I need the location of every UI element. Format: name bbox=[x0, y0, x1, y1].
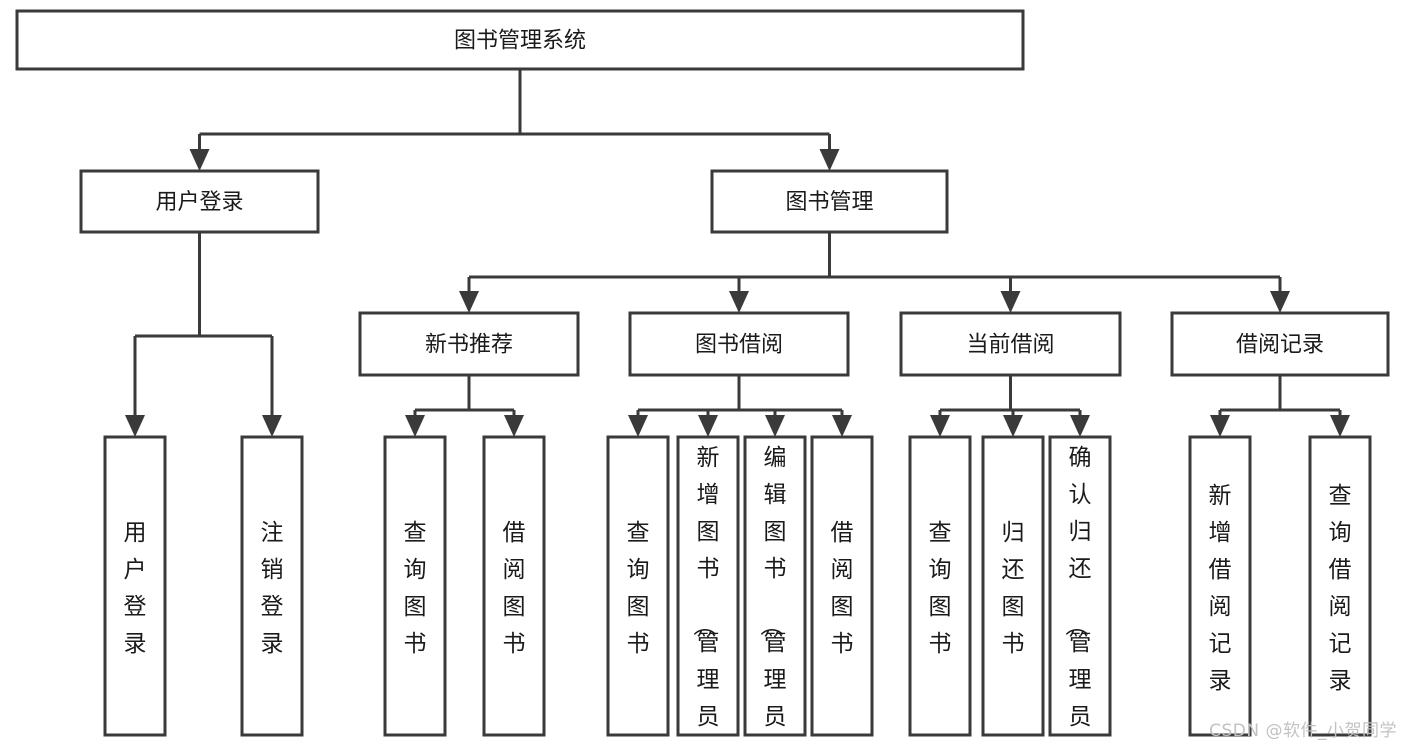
node-label: 图书管理系统 bbox=[454, 29, 586, 54]
leaf-node-查询图书-2[interactable]: 查询图书 bbox=[383, 435, 447, 737]
node-box bbox=[981, 435, 1045, 737]
arrow-head-icon bbox=[765, 415, 785, 437]
node-l3-新书推荐[interactable]: 新书推荐 bbox=[358, 311, 580, 377]
leaf-node-归还图书-9[interactable]: 归还图书 bbox=[981, 435, 1045, 737]
leaf-node-借阅图书-3[interactable]: 借阅图书 bbox=[482, 435, 546, 737]
arrow-head-icon bbox=[1003, 415, 1023, 437]
connector-new-book-to-leaves bbox=[405, 375, 524, 437]
node-layer: 图书管理系统用户登录图书管理新书推荐图书借阅当前借阅借阅记录用户登录注销登录查询… bbox=[15, 9, 1390, 747]
leaf-node-查询图书-4[interactable]: 查询图书 bbox=[606, 435, 670, 737]
leaf-node-查询借阅记录-12[interactable]: 查询借阅记录 bbox=[1308, 435, 1372, 737]
node-box bbox=[676, 435, 740, 737]
leaf-label: 注销登录 bbox=[261, 520, 284, 657]
leaf-node-新增借阅记录-11[interactable]: 新增借阅记录 bbox=[1188, 435, 1252, 737]
node-box bbox=[383, 435, 447, 737]
node-l3-当前借阅[interactable]: 当前借阅 bbox=[899, 311, 1122, 377]
connector-root-to-level2 bbox=[189, 69, 840, 171]
node-label: 当前借阅 bbox=[966, 333, 1054, 358]
node-box bbox=[103, 435, 167, 737]
leaf-label: 新增图书（管理员） bbox=[691, 445, 720, 747]
node-label: 图书管理 bbox=[785, 190, 873, 215]
leaf-node-借阅图书-7[interactable]: 借阅图书 bbox=[810, 435, 874, 737]
node-box bbox=[1308, 435, 1372, 737]
leaf-node-编辑图书管理员-6[interactable]: 编辑图书（管理员） bbox=[743, 435, 807, 747]
node-l3-借阅记录[interactable]: 借阅记录 bbox=[1170, 311, 1390, 377]
arrow-head-icon bbox=[628, 415, 648, 437]
node-box bbox=[358, 311, 580, 377]
arrow-head-icon bbox=[1070, 415, 1090, 437]
leaf-label: 新增借阅记录 bbox=[1209, 483, 1232, 694]
node-box bbox=[15, 9, 1025, 71]
arrow-head-icon bbox=[819, 149, 840, 171]
node-box bbox=[899, 311, 1122, 377]
arrow-head-icon bbox=[698, 415, 718, 437]
arrow-head-icon bbox=[1330, 415, 1350, 437]
arrow-head-icon bbox=[504, 415, 524, 437]
node-label: 新书推荐 bbox=[425, 333, 513, 358]
node-box bbox=[628, 311, 850, 377]
leaf-node-用户登录-0[interactable]: 用户登录 bbox=[103, 435, 167, 737]
arrow-head-icon bbox=[1000, 291, 1021, 313]
node-l2-图书管理[interactable]: 图书管理 bbox=[710, 169, 949, 234]
arrow-head-icon bbox=[1210, 415, 1230, 437]
arrow-head-icon bbox=[405, 415, 425, 437]
connector-borrow-to-leaves bbox=[628, 375, 852, 437]
node-box bbox=[606, 435, 670, 737]
connector-book-mgmt-to-level3 bbox=[459, 232, 1290, 313]
leaf-node-注销登录-1[interactable]: 注销登录 bbox=[240, 435, 304, 737]
node-l3-图书借阅[interactable]: 图书借阅 bbox=[628, 311, 850, 377]
arrow-head-icon bbox=[189, 149, 210, 171]
node-label: 图书借阅 bbox=[695, 333, 783, 358]
leaf-label: 借阅图书 bbox=[831, 520, 854, 657]
arrow-head-icon bbox=[459, 291, 479, 313]
node-l2-用户登录[interactable]: 用户登录 bbox=[79, 169, 320, 234]
leaf-node-查询图书-8[interactable]: 查询图书 bbox=[908, 435, 972, 737]
arrow-head-icon bbox=[832, 415, 852, 437]
node-box bbox=[908, 435, 972, 737]
arrow-head-icon bbox=[930, 415, 950, 437]
leaf-label: 查询图书 bbox=[404, 520, 427, 657]
leaf-label: 查询图书 bbox=[929, 520, 952, 657]
node-box bbox=[810, 435, 874, 737]
node-root-图书管理系统[interactable]: 图书管理系统 bbox=[15, 9, 1025, 71]
connector-records-to-leaves bbox=[1210, 375, 1350, 437]
leaf-label: 确认归还（管理员） bbox=[1063, 445, 1092, 747]
node-box bbox=[710, 169, 949, 234]
connector-layer bbox=[125, 69, 1350, 437]
node-label: 用户登录 bbox=[155, 190, 243, 215]
node-box bbox=[1170, 311, 1390, 377]
leaf-label: 借阅图书 bbox=[503, 520, 526, 657]
connector-user-login-to-leaves bbox=[125, 232, 282, 437]
leaf-node-新增图书管理员-5[interactable]: 新增图书（管理员） bbox=[676, 435, 740, 747]
node-box bbox=[79, 169, 320, 234]
node-label: 借阅记录 bbox=[1236, 333, 1324, 358]
arrow-head-icon bbox=[262, 415, 282, 437]
leaf-label: 查询借阅记录 bbox=[1329, 483, 1352, 694]
arrow-head-icon bbox=[1270, 291, 1290, 313]
leaf-label: 查询图书 bbox=[627, 520, 650, 657]
arrow-head-icon bbox=[125, 415, 145, 437]
node-box bbox=[1048, 435, 1112, 737]
node-box bbox=[482, 435, 546, 737]
csdn-watermark: CSDN @软件_小贺同学 bbox=[1209, 721, 1397, 741]
leaf-label: 用户登录 bbox=[124, 520, 147, 657]
node-box bbox=[743, 435, 807, 737]
leaf-node-确认归还管理员-10[interactable]: 确认归还（管理员） bbox=[1048, 435, 1112, 747]
leaf-label: 编辑图书（管理员） bbox=[758, 445, 787, 747]
node-box bbox=[1188, 435, 1252, 737]
arrow-head-icon bbox=[729, 291, 749, 313]
connector-current-borrow-to-leaves bbox=[930, 375, 1090, 437]
leaf-label: 归还图书 bbox=[1002, 520, 1025, 657]
node-box bbox=[240, 435, 304, 737]
